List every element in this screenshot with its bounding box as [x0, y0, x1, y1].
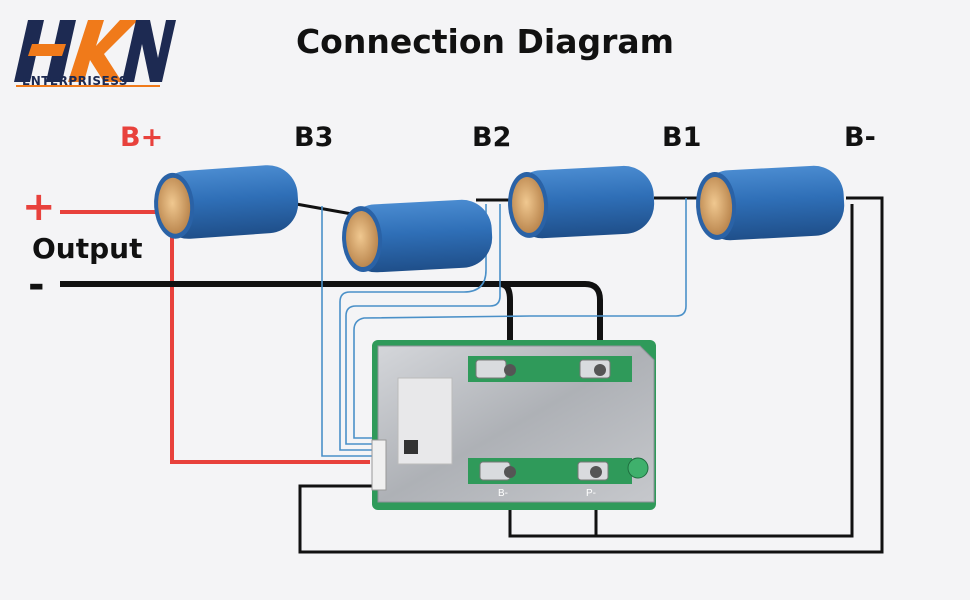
output-minus-sign: - [28, 262, 45, 308]
output-plus-sign: + [22, 184, 56, 230]
board-label-b-minus: B- [498, 488, 508, 499]
b-minus-wire [298, 196, 884, 554]
output-label: Output [32, 232, 143, 265]
positive-output-wire [60, 210, 370, 464]
board-label-p-minus: P- [586, 488, 596, 499]
label-b-plus: B+ [120, 122, 164, 153]
balance-wires [321, 198, 687, 457]
label-b-minus: B- [844, 122, 876, 153]
battery-cell-b3 [342, 199, 493, 273]
cell-link-b3-b2 [295, 202, 353, 216]
page-title: Connection Diagram [295, 22, 675, 61]
negative-output-wire [60, 281, 603, 372]
label-b1: B1 [662, 122, 702, 153]
bms-board [371, 340, 656, 510]
label-b3: B3 [294, 122, 334, 153]
negative-jumper-wire [499, 281, 513, 372]
logo-subtitle: ENTERPRISESS [22, 74, 128, 88]
battery-cell-b-plus [154, 165, 299, 239]
battery-cell-b2 [508, 165, 655, 239]
label-b2: B2 [472, 122, 512, 153]
battery-cell-b1 [696, 165, 845, 241]
company-logo [14, 20, 176, 87]
